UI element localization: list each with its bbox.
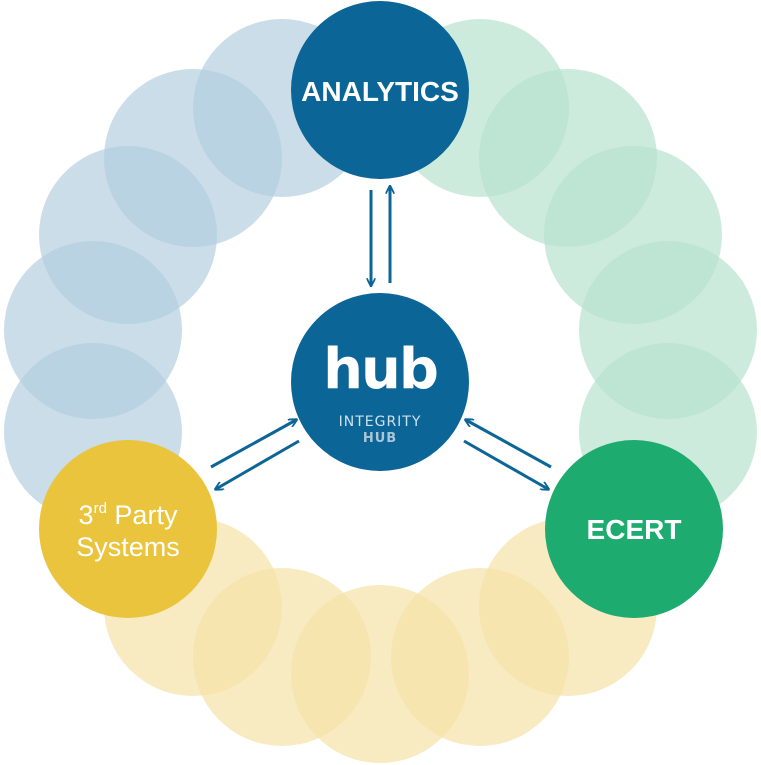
hub-logo-text: hub [323, 337, 437, 402]
ecert-node[interactable]: ECERT [545, 440, 723, 618]
analytics-circle [291, 1, 469, 179]
integrity-hub-node[interactable]: hub INTEGRITY HUB [291, 293, 469, 471]
third-party-circle [39, 440, 217, 618]
analytics-node[interactable]: ANALYTICS [291, 1, 469, 179]
arrow-hub-to-third-party [216, 439, 300, 489]
arrow-hub-to-ecert [463, 439, 548, 489]
connection-arrows [210, 187, 552, 489]
yellow-ring [104, 518, 657, 763]
third-party-systems-node[interactable]: 3rd Party Systems [39, 440, 217, 618]
blue-ring [4, 19, 371, 521]
third-party-label-line1: 3rd Party [79, 500, 178, 530]
arrow-third-party-to-hub [210, 420, 296, 469]
arrow-ecert-to-hub [466, 420, 552, 469]
third-party-number: 3 [79, 500, 94, 530]
third-party-label-line2: Systems [76, 532, 180, 562]
ecert-circle [545, 440, 723, 618]
third-party-superscript: rd [94, 500, 107, 517]
hub-label-hub: HUB [363, 431, 397, 446]
ecert-label: ECERT [587, 514, 682, 545]
hub-circle [291, 293, 469, 471]
hub-label-integrity: INTEGRITY [339, 414, 422, 430]
analytics-label: ANALYTICS [301, 76, 459, 107]
green-ring [391, 19, 757, 521]
third-party-word: Party [107, 500, 178, 530]
hub-logo: hub [323, 337, 439, 402]
